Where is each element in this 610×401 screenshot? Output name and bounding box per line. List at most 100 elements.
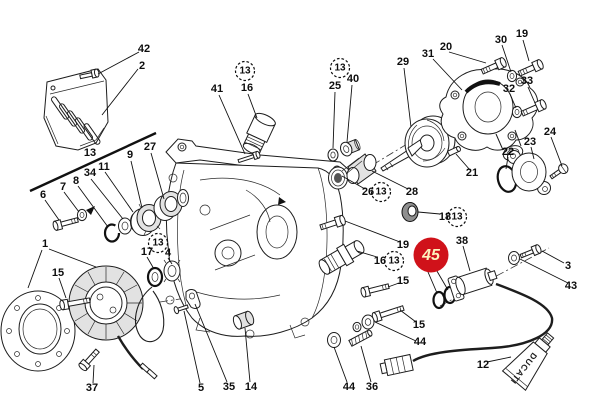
part-callout-7[interactable]: 7 [60, 181, 66, 193]
part-number-text: 22 [502, 146, 514, 158]
part-callout-41[interactable]: 41 [211, 83, 223, 95]
part-callout-34[interactable]: 34 [84, 167, 97, 179]
part-number-text: 13 [451, 212, 463, 223]
part-callout-15[interactable]: 15 [413, 319, 425, 331]
part-callout-36[interactable]: 36 [366, 381, 378, 393]
screw-24 [549, 163, 569, 180]
part-callout-40[interactable]: 40 [347, 73, 359, 85]
seal-8 [103, 223, 121, 243]
sensor-cable [412, 282, 554, 363]
highlighted-part-callout-45[interactable]: 45 [413, 237, 449, 273]
part-callout-8[interactable]: 8 [73, 175, 79, 187]
part-callout-15[interactable]: 15 [52, 267, 64, 279]
part-callout-11[interactable]: 11 [98, 161, 110, 173]
bolt-37 [78, 348, 100, 372]
part-callout-22[interactable]: 22 [502, 146, 514, 158]
part-callout-28[interactable]: 28 [406, 186, 418, 198]
part-callout-3[interactable]: 3 [565, 260, 571, 272]
part-number-text: 18 [439, 211, 451, 223]
bolt-19-mid [319, 214, 346, 231]
part-callout-32[interactable]: 32 [503, 83, 515, 95]
part-callout-14[interactable]: 14 [245, 381, 258, 393]
part-callout-21[interactable]: 21 [466, 167, 478, 179]
part-callout-1[interactable]: 1 [42, 238, 48, 250]
washer-small [352, 321, 362, 333]
part-number-text: 23 [524, 136, 536, 148]
part-number-text: 37 [86, 382, 98, 394]
part-number-text: 5 [198, 382, 204, 394]
part-callout-31[interactable]: 31 [422, 48, 434, 60]
part-callout-44[interactable]: 44 [414, 336, 427, 348]
part-callout-30[interactable]: 30 [495, 34, 507, 46]
part-number-text: 17 [141, 246, 153, 258]
part-callout-18[interactable]: 18 [439, 211, 451, 223]
part-number-text: 13 [388, 256, 400, 267]
bolt-15-left [59, 297, 91, 311]
part-number-text: 25 [329, 80, 341, 92]
cable-clamp-35 [185, 289, 201, 309]
part-number-text: 13 [152, 238, 164, 249]
casting-arrow-mark [278, 197, 286, 205]
part-callout-26[interactable]: 26 [362, 186, 374, 198]
part-number-text: 2 [139, 60, 145, 72]
part-callout-19[interactable]: 19 [516, 28, 528, 40]
part-callout-13[interactable]: 13 [147, 232, 169, 254]
outlet-flange-23 [507, 150, 551, 195]
part-number-text: 41 [211, 83, 223, 95]
part-callout-37[interactable]: 37 [86, 382, 98, 394]
part-callout-16[interactable]: 16 [374, 255, 386, 267]
part-callout-9[interactable]: 9 [127, 149, 133, 161]
sealant-tube: DUCATI [501, 332, 555, 391]
washer-44b [327, 332, 341, 348]
part-callout-15[interactable]: 15 [397, 275, 409, 287]
part-number-text: 11 [98, 161, 110, 173]
bearing-27 [153, 189, 189, 221]
washer-25 [327, 148, 339, 162]
kit-reference-circle [446, 206, 468, 228]
part-number-text: 13 [84, 147, 96, 159]
pin-21 [446, 145, 461, 157]
part-callout-35[interactable]: 35 [223, 381, 235, 393]
part-callout-13[interactable]: 13 [446, 206, 468, 228]
stud-36 [348, 329, 373, 347]
part-number-text: 7 [60, 181, 66, 193]
part-callout-27[interactable]: 27 [144, 141, 156, 153]
part-callout-17[interactable]: 17 [141, 246, 153, 258]
part-callout-23[interactable]: 23 [524, 136, 536, 148]
union-16-top [242, 112, 276, 155]
part-callout-25[interactable]: 25 [329, 80, 341, 92]
part-callout-16[interactable]: 16 [241, 82, 253, 94]
part-callout-42[interactable]: 42 [138, 43, 150, 55]
part-callout-12[interactable]: 12 [477, 359, 489, 371]
part-callout-13[interactable]: 13 [329, 57, 351, 79]
part-callout-29[interactable]: 29 [397, 56, 409, 68]
part-number-text: 28 [406, 186, 418, 198]
part-callout-13[interactable]: 13 [234, 60, 256, 82]
part-callout-5[interactable]: 5 [198, 382, 204, 394]
part-callout-6[interactable]: 6 [40, 189, 46, 201]
part-callout-2[interactable]: 2 [139, 60, 145, 72]
part-callout-44[interactable]: 44 [343, 381, 356, 393]
washer-32 [511, 105, 523, 119]
part-callout-13[interactable]: 13 [383, 250, 405, 272]
part-number-text: 3 [565, 260, 571, 272]
part-callout-4[interactable]: 4 [165, 247, 172, 259]
part-callout-13[interactable]: 13 [370, 181, 392, 203]
part-callout-38[interactable]: 38 [456, 235, 468, 247]
part-number-text: 21 [466, 167, 478, 179]
part-number-text: 16 [241, 82, 253, 94]
part-number-text: 26 [362, 186, 374, 198]
kit-reference-circle [234, 60, 256, 82]
bushing-14 [232, 310, 255, 330]
part-callout-13[interactable]: 13 [84, 147, 96, 159]
assembly-boundary-line [29, 131, 157, 193]
part-callout-19[interactable]: 19 [397, 239, 409, 251]
part-callout-20[interactable]: 20 [440, 41, 452, 53]
part-number-text: 20 [440, 41, 452, 53]
bolt-41 [237, 150, 261, 164]
part-callout-43[interactable]: 43 [565, 280, 577, 292]
part-callout-33[interactable]: 33 [521, 75, 533, 87]
part-callout-24[interactable]: 24 [544, 126, 557, 138]
